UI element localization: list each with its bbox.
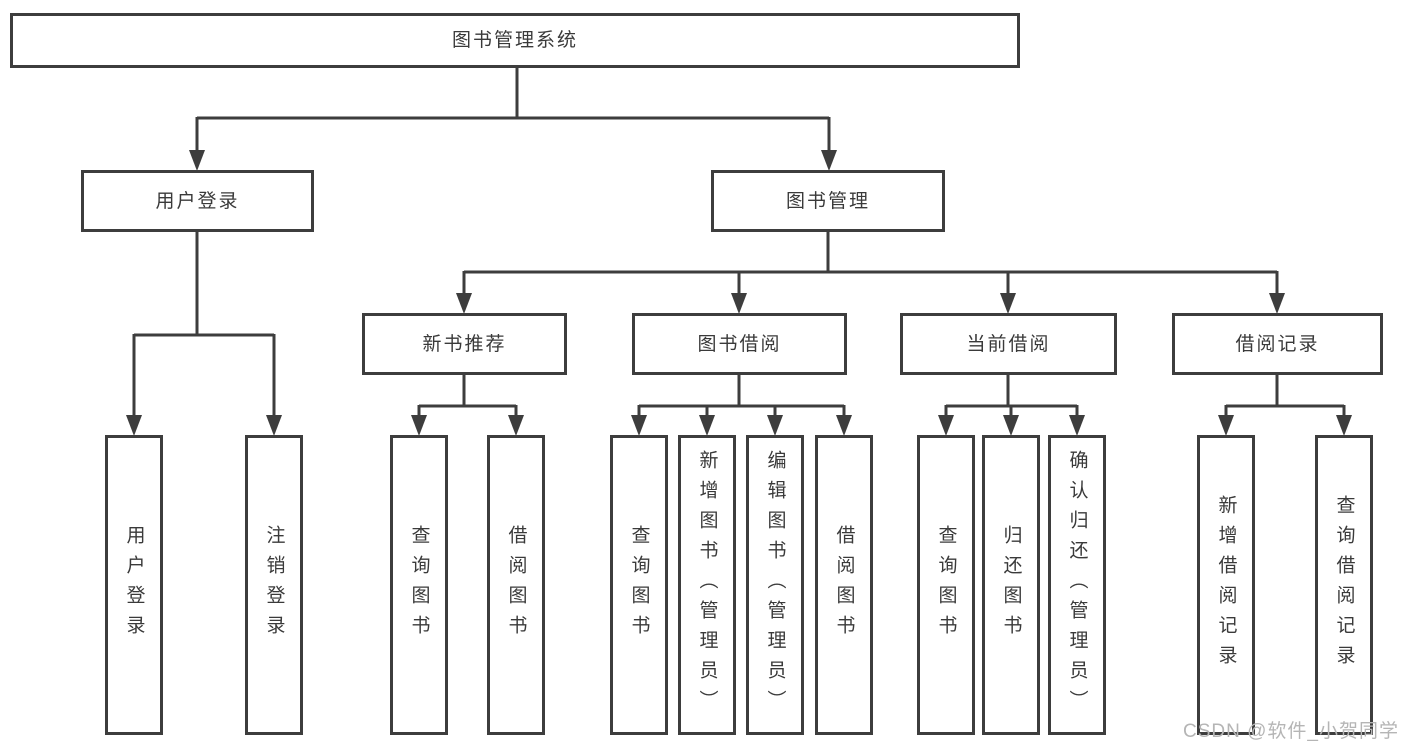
node-label: 借阅图书 xyxy=(833,525,855,645)
node-root: 图书管理系统 xyxy=(10,13,1020,68)
node-current-borrow: 当前借阅 xyxy=(900,313,1117,375)
node-label: 查询借阅记录 xyxy=(1333,495,1355,675)
arrowhead xyxy=(189,150,205,171)
node-label: 当前借阅 xyxy=(966,333,1051,355)
arrowhead xyxy=(1269,293,1285,314)
node-label: 用户登录 xyxy=(155,190,240,212)
node-label: 借阅图书 xyxy=(505,525,527,645)
node-rec-query-book: 查询图书 xyxy=(390,435,448,735)
node-label: 编辑图书（管理员） xyxy=(764,450,786,720)
node-label: 借阅记录 xyxy=(1235,333,1320,355)
node-label: 图书管理 xyxy=(785,190,870,212)
arrowhead xyxy=(731,293,747,314)
node-borrow-records: 借阅记录 xyxy=(1172,313,1383,375)
arrowhead xyxy=(411,415,427,436)
node-leaf-user-login: 用户登录 xyxy=(105,435,163,735)
arrowhead xyxy=(1003,415,1019,436)
node-label: 确认归还（管理员） xyxy=(1066,450,1088,720)
arrowhead xyxy=(821,150,837,171)
node-book-management: 图书管理 xyxy=(711,170,945,232)
node-bb-borrow-book: 借阅图书 xyxy=(815,435,873,735)
arrowhead xyxy=(767,415,783,436)
node-label: 新书推荐 xyxy=(422,333,507,355)
node-rec-borrow-book: 借阅图书 xyxy=(487,435,545,735)
arrowhead xyxy=(456,293,472,314)
arrowhead xyxy=(699,415,715,436)
arrowhead xyxy=(1218,415,1234,436)
node-cb-query-book: 查询图书 xyxy=(917,435,975,735)
node-leaf-logout: 注销登录 xyxy=(245,435,303,735)
node-label: 注销登录 xyxy=(263,525,285,645)
node-label: 查询图书 xyxy=(408,525,430,645)
node-label: 归还图书 xyxy=(1000,525,1022,645)
node-label: 新增图书（管理员） xyxy=(696,450,718,720)
node-label: 用户登录 xyxy=(123,525,145,645)
node-label: 新增借阅记录 xyxy=(1215,495,1237,675)
arrowhead xyxy=(836,415,852,436)
arrowhead xyxy=(938,415,954,436)
node-label: 查询图书 xyxy=(935,525,957,645)
node-label: 查询图书 xyxy=(628,525,650,645)
arrowhead xyxy=(508,415,524,436)
node-cb-confirm-return: 确认归还（管理员） xyxy=(1048,435,1106,735)
arrowhead xyxy=(1000,293,1016,314)
arrowhead xyxy=(266,415,282,436)
node-br-query-record: 查询借阅记录 xyxy=(1315,435,1373,735)
node-book-borrow: 图书借阅 xyxy=(632,313,847,375)
node-label: 图书借阅 xyxy=(697,333,782,355)
node-new-book-recommend: 新书推荐 xyxy=(362,313,567,375)
arrowhead xyxy=(1336,415,1352,436)
watermark: CSDN @软件_小贺同学 xyxy=(1183,721,1399,742)
node-user-login: 用户登录 xyxy=(81,170,314,232)
node-cb-return-book: 归还图书 xyxy=(982,435,1040,735)
node-br-add-record: 新增借阅记录 xyxy=(1197,435,1255,735)
node-bb-edit-book: 编辑图书（管理员） xyxy=(746,435,804,735)
arrowhead xyxy=(631,415,647,436)
node-bb-query-book: 查询图书 xyxy=(610,435,668,735)
arrowhead xyxy=(126,415,142,436)
node-label: 图书管理系统 xyxy=(451,30,578,51)
node-bb-add-book: 新增图书（管理员） xyxy=(678,435,736,735)
arrowhead xyxy=(1069,415,1085,436)
